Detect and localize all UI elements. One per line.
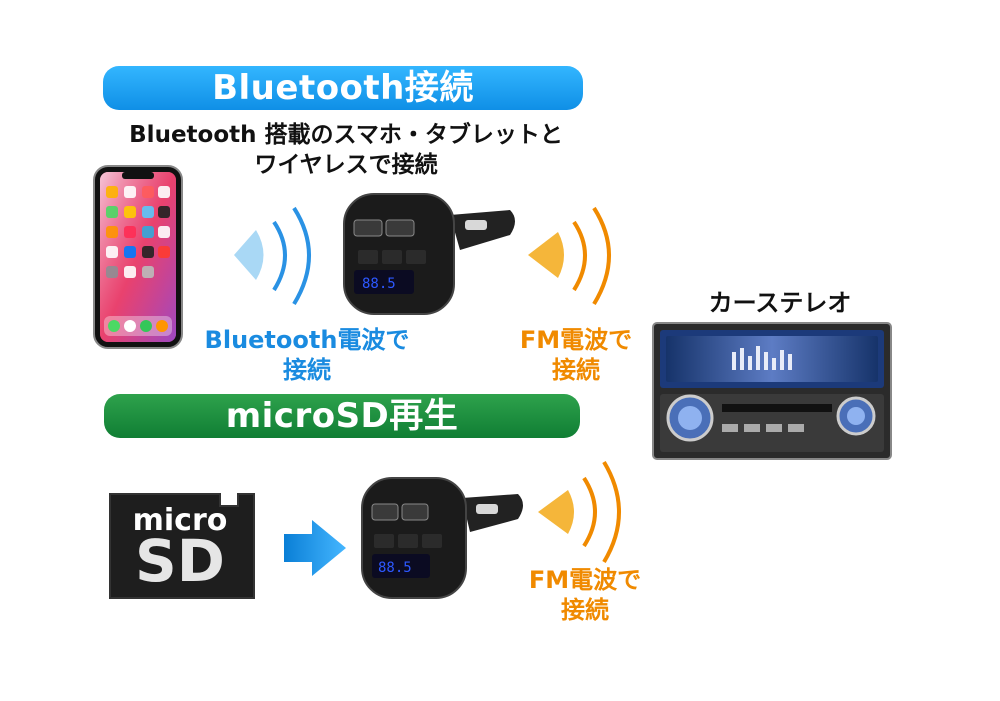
microsd-card-bottom-text: SD	[135, 527, 225, 595]
bluetooth-wave-icon	[234, 206, 311, 306]
fm-wave-label-bottom-line-2: 接続	[561, 596, 609, 624]
fm-wave-label-top: FM電波で 接続	[486, 325, 666, 385]
fm-wave-label-top-line-2: 接続	[552, 356, 600, 384]
car-stereo-title: カーステレオ	[708, 289, 852, 317]
bluetooth-wave-label-line-1: Bluetooth電波で	[204, 326, 410, 354]
fm-wave-icon	[528, 206, 611, 306]
fm-wave-label-bottom-line-1: FM電波で	[528, 566, 642, 594]
microsd-card-top-text: micro	[132, 503, 228, 538]
svg-text:88.5: 88.5	[362, 276, 396, 292]
fm-wave-label-bottom: FM電波で 接続	[495, 565, 675, 625]
svg-text:88.5: 88.5	[378, 560, 412, 576]
microsd-banner: microSD再生	[104, 394, 580, 438]
caption-line-2: ワイヤレスで接続	[254, 152, 438, 178]
smartphone-icon	[93, 165, 183, 349]
bluetooth-wave-label-line-2: 接続	[283, 356, 331, 384]
fm-wave-bottom-icon	[538, 460, 621, 564]
arrow-right-icon	[284, 520, 346, 576]
caption-line-1: Bluetooth 搭載のスマホ・タブレットと	[129, 122, 563, 148]
fm-transmitter-icon: 88.5	[343, 193, 515, 315]
bluetooth-banner: Bluetooth接続	[103, 66, 583, 110]
fm-wave-label-top-line-1: FM電波で	[519, 326, 633, 354]
bluetooth-wave-label: Bluetooth電波で 接続	[182, 325, 432, 385]
microsd-card-icon	[109, 493, 255, 599]
bluetooth-caption: Bluetooth 搭載のスマホ・タブレットと ワイヤレスで接続	[96, 120, 596, 180]
car-stereo-icon	[652, 322, 892, 460]
fm-transmitter-bottom-icon: 88.5	[361, 477, 523, 599]
